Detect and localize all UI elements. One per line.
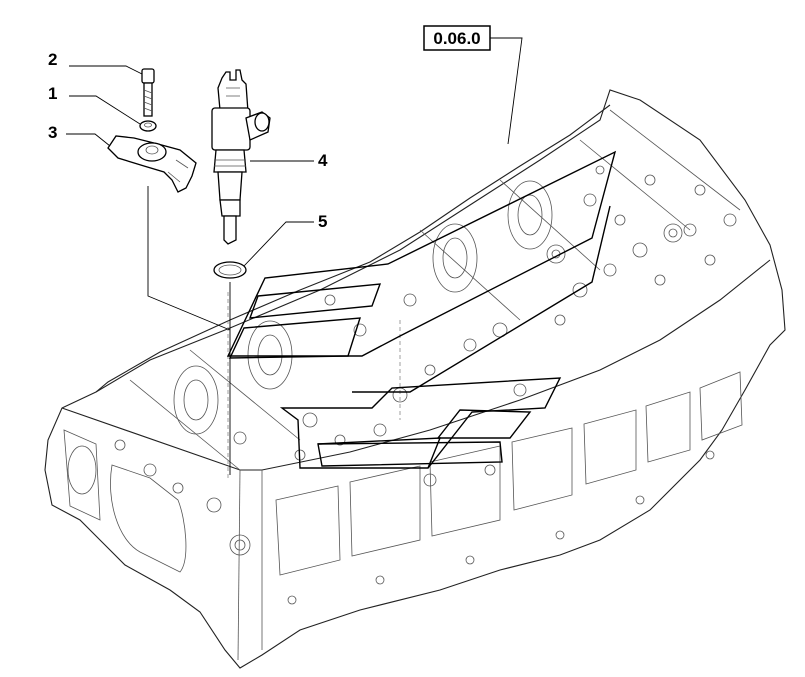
- callout-3: 3: [48, 123, 57, 142]
- assembly-leader-lines: [147, 186, 231, 475]
- callout-1: 1: [48, 84, 57, 103]
- screw-part: [141, 68, 155, 117]
- cylinder-head-drawing: [44, 89, 786, 669]
- reference-label: 0.06.0: [433, 29, 480, 48]
- callout-5: 5: [318, 212, 327, 231]
- callout-leaders: [66, 37, 523, 267]
- clamp-bracket-part: [107, 135, 197, 193]
- callout-2: 2: [48, 50, 57, 69]
- brand-chevron-graphic: [226, 150, 617, 469]
- callout-4: 4: [318, 151, 328, 170]
- reference-box: 0.06.0: [423, 25, 491, 51]
- washer-part: [139, 120, 157, 132]
- o-ring-part: [213, 261, 247, 279]
- injector-part: [211, 69, 271, 245]
